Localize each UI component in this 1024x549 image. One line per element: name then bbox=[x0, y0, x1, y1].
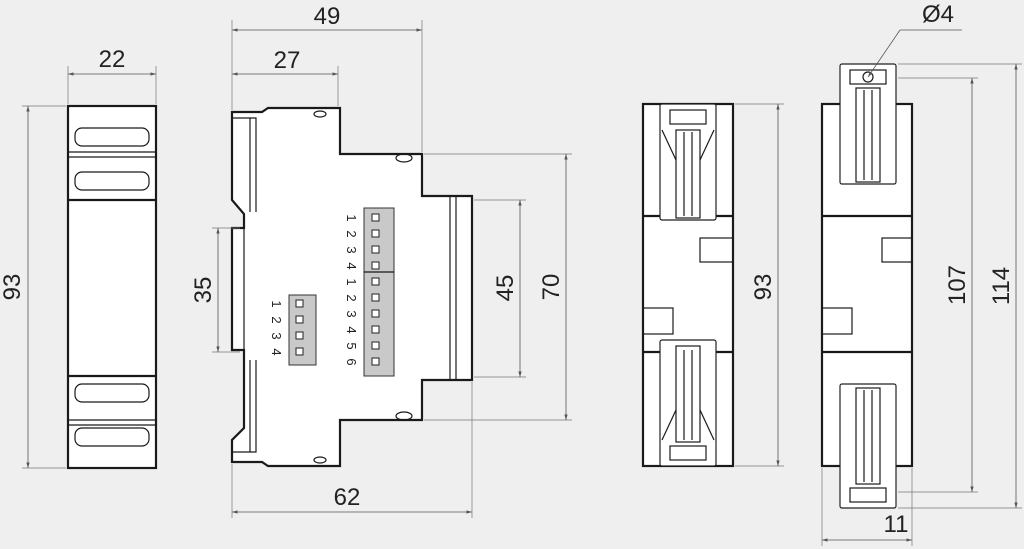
clip-height-114-label: 114 bbox=[988, 267, 1015, 305]
clip-width-dimension: 11 bbox=[821, 468, 913, 546]
side-height-70-dimension: 70 bbox=[424, 153, 572, 421]
dip-small-number-4: 4 bbox=[269, 348, 284, 355]
dip-switch-small: 1 2 3 4 bbox=[269, 294, 317, 366]
front-width-label: 22 bbox=[99, 46, 126, 73]
clip-width-label: 11 bbox=[884, 511, 909, 538]
dip-large-number-6: 2 bbox=[344, 294, 359, 301]
side-view: 1 2 3 4 1 2 3 4 1 2 3 4 5 bbox=[190, 3, 572, 518]
side-depth-49-dimension: 49 bbox=[231, 3, 423, 152]
din-clip-bottom bbox=[659, 339, 717, 467]
dip-large-number-10: 6 bbox=[344, 358, 359, 365]
front-height-dimension: 93 bbox=[0, 105, 66, 469]
mounting-hole bbox=[395, 153, 413, 163]
side-rail-35-label: 35 bbox=[190, 277, 217, 304]
dip-large-number-1: 1 bbox=[344, 214, 359, 221]
mounting-hole bbox=[313, 456, 327, 464]
side-depth-62-dimension: 62 bbox=[231, 382, 473, 518]
hole-diameter-label: Ø4 bbox=[922, 1, 954, 28]
front-height-label: 93 bbox=[0, 274, 26, 301]
mounting-hole bbox=[313, 110, 327, 118]
dip-large-number-4: 4 bbox=[344, 262, 359, 269]
side-height-45-label: 45 bbox=[492, 275, 519, 302]
dip-large-number-7: 3 bbox=[344, 310, 359, 317]
din-clip-top-extended bbox=[839, 63, 897, 185]
side-depth-49-label: 49 bbox=[314, 3, 341, 30]
rear-height-dimension: 93 bbox=[735, 103, 784, 467]
rear-view: 93 bbox=[641, 102, 784, 468]
side-depth-27-dimension: 27 bbox=[232, 47, 339, 106]
side-rail-35-dimension: 35 bbox=[190, 227, 240, 353]
rear-height-label: 93 bbox=[750, 274, 777, 301]
din-clip-top bbox=[659, 103, 717, 221]
side-depth-27-label: 27 bbox=[274, 47, 301, 74]
dip-switch-large: 1 2 3 4 1 2 3 4 5 6 bbox=[344, 207, 395, 377]
mounting-hole bbox=[395, 411, 413, 421]
dip-large-number-9: 5 bbox=[344, 342, 359, 349]
side-depth-62-label: 62 bbox=[334, 484, 361, 511]
dip-large-number-8: 4 bbox=[344, 326, 359, 333]
front-width-dimension: 22 bbox=[67, 46, 157, 104]
dip-small-number-2: 2 bbox=[269, 316, 284, 323]
dip-large-number-2: 2 bbox=[344, 230, 359, 237]
din-clip-bottom-extended bbox=[839, 383, 897, 509]
hole-diameter-dimension: Ø4 bbox=[867, 1, 962, 78]
dip-small-number-3: 3 bbox=[269, 332, 284, 339]
side-height-70-label: 70 bbox=[538, 274, 565, 301]
clip-extended-view: Ø4 107 114 11 bbox=[820, 1, 1022, 546]
clip-height-114-dimension: 114 bbox=[898, 63, 1022, 509]
dip-large-number-5: 1 bbox=[344, 278, 359, 285]
dip-small-number-1: 1 bbox=[269, 300, 284, 307]
dip-large-number-3: 3 bbox=[344, 246, 359, 253]
front-view: 22 93 bbox=[0, 46, 158, 470]
clip-height-107-label: 107 bbox=[944, 265, 971, 305]
clip-height-107-dimension: 107 bbox=[898, 77, 978, 493]
side-height-45-dimension: 45 bbox=[474, 199, 526, 378]
